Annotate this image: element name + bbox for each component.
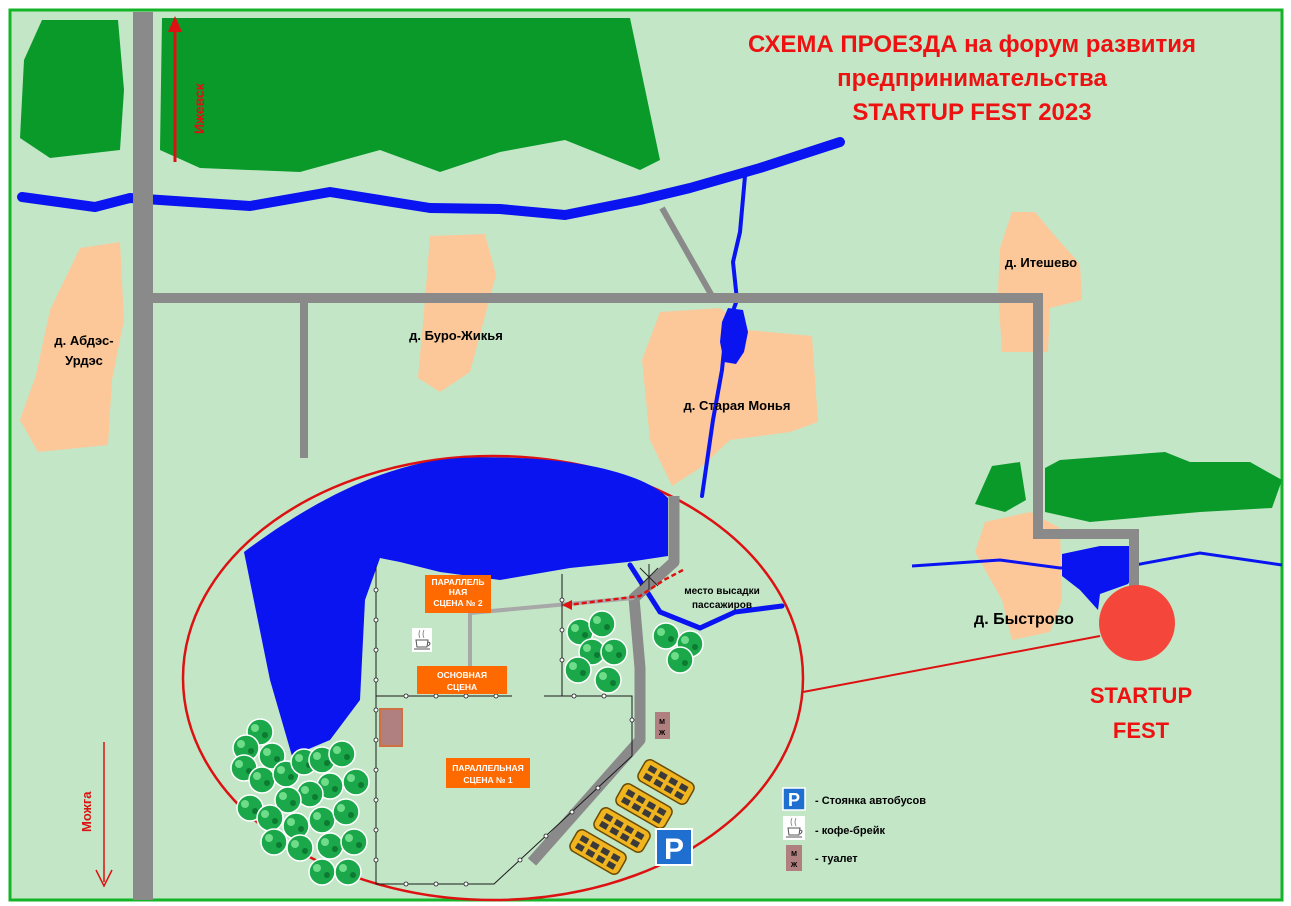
parking-sign bbox=[655, 828, 693, 866]
title-line-3: STARTUP FEST 2023 bbox=[852, 99, 1091, 126]
legend-toilet-icon bbox=[786, 845, 802, 871]
legend-parking-text: - Стоянка автобусов bbox=[815, 795, 926, 807]
venue-access-road bbox=[527, 496, 680, 866]
venue-fence-posts bbox=[373, 587, 635, 887]
pond-bystrovo bbox=[1062, 546, 1136, 610]
venue-lake bbox=[244, 457, 668, 756]
toilet-icon bbox=[655, 712, 670, 739]
stage-parallel-1-label-1: ПАРАЛЛЕЛЬНАЯ bbox=[452, 763, 523, 773]
stage-main-label-2: СЦЕНА bbox=[447, 682, 477, 692]
coffee-break-icon bbox=[412, 628, 432, 652]
village-label-iteshevo: д. Итешево bbox=[1005, 255, 1077, 270]
direction-label-izhevsk: Ижевск bbox=[191, 82, 207, 134]
dropoff-route-arrowhead bbox=[562, 600, 572, 610]
village-label-buro: д. Буро-Жикья bbox=[409, 328, 503, 343]
direction-label-mozhga: Можга bbox=[79, 791, 94, 832]
festival-location-marker bbox=[1099, 585, 1175, 661]
road-east bbox=[150, 293, 1139, 592]
parking-sign-letter: P bbox=[664, 833, 684, 866]
legend-toilet-zh: Ж bbox=[790, 862, 798, 869]
dropoff-label-1: место высадки bbox=[684, 586, 759, 597]
legend-coffee-icon bbox=[783, 816, 805, 840]
village-label-staraya: д. Старая Монья bbox=[683, 398, 790, 413]
village-staraya-area bbox=[642, 308, 818, 486]
village-label-abdes-1: д. Абдэс- bbox=[54, 333, 113, 348]
village-label-bystrovo: д. Быстрово bbox=[974, 611, 1074, 628]
legend-toilet-text: - туалет bbox=[815, 853, 858, 865]
stage-parallel-2-label-2: НАЯ bbox=[449, 587, 467, 597]
festival-label-line-1: STARTUP bbox=[1090, 683, 1192, 708]
title-line-1: СХЕМА ПРОЕЗДА на форум развития bbox=[748, 31, 1196, 58]
toilet-label-m: М bbox=[659, 719, 665, 726]
legend-toilet-m: М bbox=[791, 851, 797, 858]
festival-label-line-2: FEST bbox=[1113, 718, 1170, 743]
forest-north bbox=[160, 18, 660, 172]
stage-parallel-1-label-2: СЦЕНА № 1 bbox=[463, 775, 512, 785]
legend: P - Стоянка автобусов - кофе-брейк М Ж -… bbox=[782, 787, 926, 871]
road-staraya-branch bbox=[659, 206, 715, 298]
village-abdes-area bbox=[20, 242, 124, 452]
forest-east-small bbox=[975, 462, 1026, 512]
arrow-south-mozhga bbox=[95, 742, 113, 888]
stage-parallel-2-label-3: СЦЕНА № 2 bbox=[433, 598, 482, 608]
village-iteshevo-area bbox=[998, 212, 1082, 352]
legend-parking-icon bbox=[782, 787, 806, 811]
callout-line bbox=[802, 635, 1101, 693]
arrow-north-izhevsk bbox=[168, 16, 182, 162]
venue-detail: место высадки пассажиров ПАРАЛЛЕЛЬ НАЯ С… bbox=[230, 457, 785, 887]
legend-parking-symbol: P bbox=[788, 790, 800, 810]
forest-east bbox=[1045, 452, 1282, 522]
river-main bbox=[17, 137, 845, 220]
dropoff-label-2: пассажиров bbox=[692, 600, 752, 611]
village-buro-area bbox=[418, 234, 496, 392]
stage-main-label-1: ОСНОВНАЯ bbox=[437, 670, 487, 680]
toilet-label-zh: Ж bbox=[658, 730, 666, 737]
legend-coffee-text: - кофе-брейк bbox=[815, 825, 885, 837]
venue-building bbox=[379, 708, 403, 747]
stage-main bbox=[417, 666, 507, 694]
stage-parallel-2-label-1: ПАРАЛЛЕЛЬ bbox=[431, 577, 484, 587]
village-label-abdes-2: Урдэс bbox=[65, 353, 103, 368]
dropoff-point bbox=[639, 564, 659, 590]
stage-parallel-2 bbox=[425, 575, 491, 613]
stage-parallel-1 bbox=[446, 758, 530, 788]
title-line-2: предпринимательства bbox=[837, 65, 1107, 92]
venue-stream bbox=[627, 562, 785, 631]
village-bystrovo-area bbox=[975, 512, 1062, 640]
pond-staraya bbox=[720, 308, 748, 364]
forest-northwest bbox=[20, 20, 124, 158]
dropoff-route bbox=[567, 568, 684, 607]
